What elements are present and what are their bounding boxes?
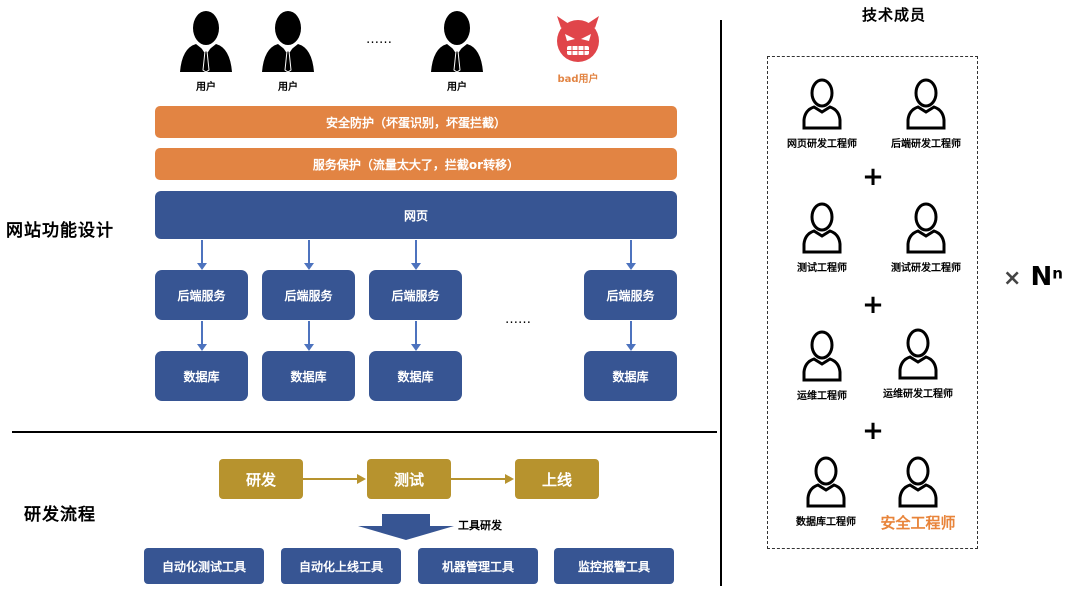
devil-face-icon xyxy=(557,16,599,62)
vertical-divider xyxy=(720,20,722,586)
flow-step-test: 测试 xyxy=(367,459,451,499)
backend-ellipsis: …… xyxy=(505,312,531,327)
database-box: 数据库 xyxy=(155,351,248,401)
role-label: 测试工程师 xyxy=(797,263,847,274)
arrow-down xyxy=(411,321,421,351)
person-outline-icon xyxy=(802,78,842,130)
plus-sign: + xyxy=(862,162,884,192)
backend-service-box: 后端服务 xyxy=(262,270,355,320)
role-label: 运维研发工程师 xyxy=(883,389,953,400)
member-ops-engineer: 运维工程师 xyxy=(762,330,882,402)
arrow-down xyxy=(304,321,314,351)
member-web-developer: 网页研发工程师 xyxy=(762,78,882,150)
user-label: 用户 xyxy=(196,82,216,93)
person-outline-icon xyxy=(898,456,938,508)
role-label: 后端研发工程师 xyxy=(891,139,961,150)
tools-caption: 工具研发 xyxy=(458,519,502,532)
person-outline-icon xyxy=(802,202,842,254)
arrow-down xyxy=(411,240,421,270)
database-box: 数据库 xyxy=(369,351,462,401)
multiplier-base: N xyxy=(1030,262,1053,292)
users-ellipsis: …… xyxy=(366,32,392,47)
arrow-down xyxy=(626,240,636,270)
database-box: 数据库 xyxy=(584,351,677,401)
multiply-sign: × xyxy=(1003,266,1022,291)
member-test-developer: 测试研发工程师 xyxy=(866,202,986,274)
tool-machine-management: 机器管理工具 xyxy=(418,548,538,584)
tool-auto-test: 自动化测试工具 xyxy=(144,548,264,584)
horizontal-divider xyxy=(12,431,717,433)
user-icon xyxy=(180,11,232,73)
plus-sign: + xyxy=(862,290,884,320)
flow-arrow xyxy=(451,474,514,484)
dev-flow-section-title: 研发流程 xyxy=(24,505,96,525)
member-security-engineer: 安全工程师 xyxy=(858,456,978,533)
tool-auto-launch: 自动化上线工具 xyxy=(281,548,401,584)
person-outline-icon xyxy=(802,330,842,382)
user-3: 用户 xyxy=(427,6,487,93)
user-label: 用户 xyxy=(278,82,298,93)
flow-step-launch: 上线 xyxy=(515,459,599,499)
plus-sign: + xyxy=(862,416,884,446)
team-multiplier: × Nn xyxy=(1003,262,1063,292)
role-label: 运维工程师 xyxy=(797,391,847,402)
bad-user: bad用户 xyxy=(548,14,608,85)
user-icon xyxy=(262,11,314,73)
member-tester: 测试工程师 xyxy=(762,202,882,274)
security-protection-bar: 安全防护（坏蛋识别，坏蛋拦截） xyxy=(155,106,677,138)
website-section-title: 网站功能设计 xyxy=(6,221,114,241)
member-ops-developer: 运维研发工程师 xyxy=(858,328,978,400)
person-outline-icon xyxy=(906,78,946,130)
role-label: 测试研发工程师 xyxy=(891,263,961,274)
user-2: 用户 xyxy=(258,6,318,93)
backend-service-box: 后端服务 xyxy=(369,270,462,320)
person-outline-icon xyxy=(906,202,946,254)
tools-down-arrow xyxy=(358,514,454,540)
team-box xyxy=(767,56,978,549)
arrow-down xyxy=(304,240,314,270)
person-outline-icon xyxy=(806,456,846,508)
multiplier-exponent: n xyxy=(1052,264,1063,283)
role-label: 安全工程师 xyxy=(880,514,956,532)
web-page-box: 网页 xyxy=(155,191,677,239)
service-protection-bar: 服务保护（流量太大了，拦截or转移） xyxy=(155,148,677,180)
arrow-down xyxy=(197,240,207,270)
member-dba: 数据库工程师 xyxy=(766,456,886,528)
backend-service-box: 后端服务 xyxy=(155,270,248,320)
arrow-down xyxy=(197,321,207,351)
person-outline-icon xyxy=(898,328,938,380)
member-backend-developer: 后端研发工程师 xyxy=(866,78,986,150)
tool-monitoring-alert: 监控报警工具 xyxy=(554,548,674,584)
team-title: 技术成员 xyxy=(862,6,927,24)
backend-service-box: 后端服务 xyxy=(584,270,677,320)
database-box: 数据库 xyxy=(262,351,355,401)
role-label: 网页研发工程师 xyxy=(787,139,857,150)
user-1: 用户 xyxy=(176,6,236,93)
flow-step-develop: 研发 xyxy=(219,459,303,499)
bad-user-label: bad用户 xyxy=(557,74,599,85)
role-label: 数据库工程师 xyxy=(796,517,856,528)
arrow-down xyxy=(626,321,636,351)
user-label: 用户 xyxy=(447,82,467,93)
user-icon xyxy=(431,11,483,73)
flow-arrow xyxy=(303,474,366,484)
